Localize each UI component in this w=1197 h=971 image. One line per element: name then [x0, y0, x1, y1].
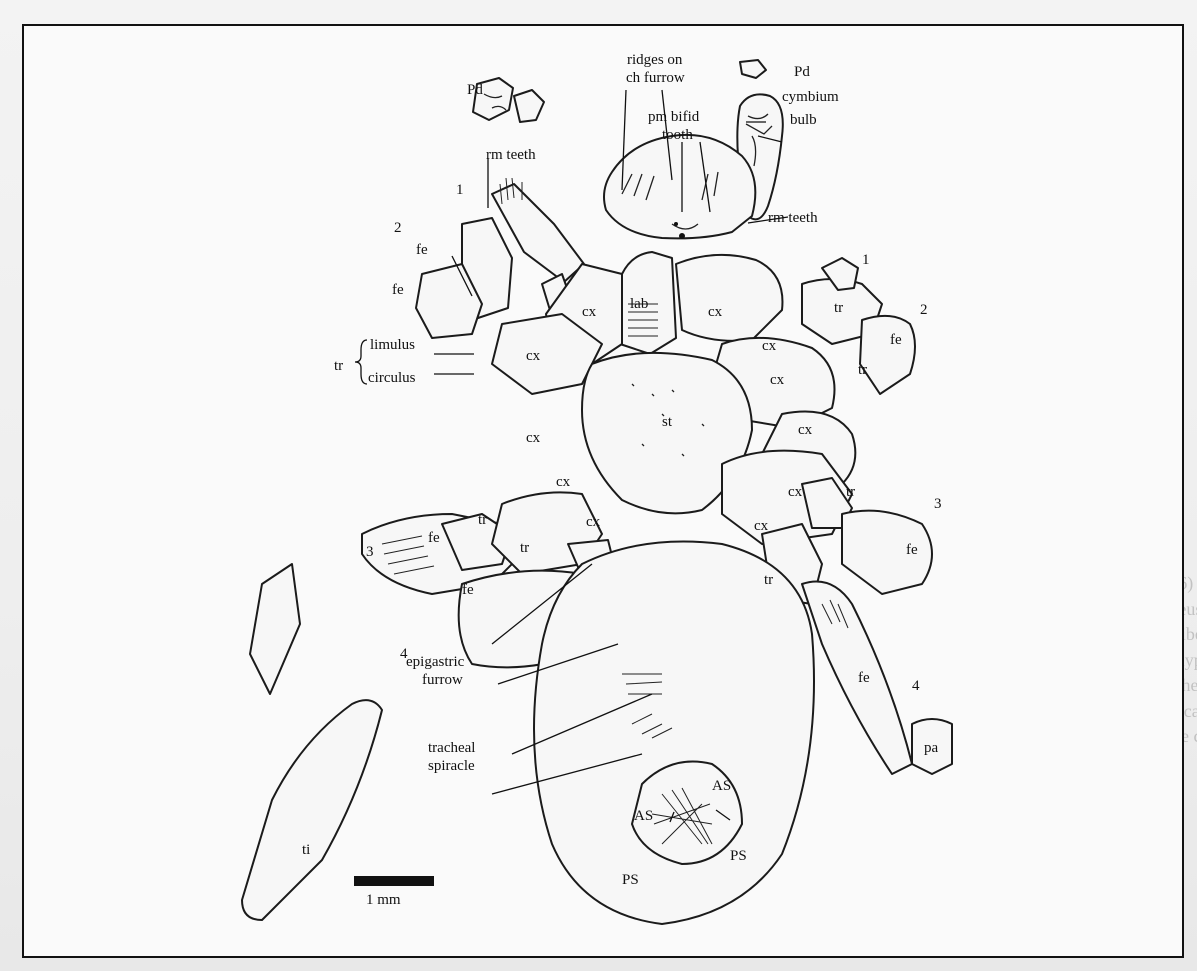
label-cx-l2: cx: [526, 348, 541, 364]
label-leg4-right: 4: [912, 678, 920, 694]
chelicerae: [604, 135, 755, 239]
label-spiracle: spiracle: [428, 758, 475, 774]
label-fe-r2: fe: [890, 332, 902, 348]
label-tooth: tooth: [662, 127, 693, 143]
label-as-right: AS: [712, 778, 731, 794]
label-tracheal: tracheal: [428, 740, 475, 756]
label-leg3-left: 3: [366, 544, 374, 560]
spider-anatomy-drawing: Pd Pd ridges on ch furrow pm bifid tooth…: [22, 24, 1184, 958]
label-cx-r5: cx: [788, 484, 803, 500]
label-leg2-left: 2: [394, 220, 402, 236]
tr-bracket: [355, 340, 367, 384]
label-pa: pa: [924, 740, 939, 756]
label-leg1-left: 1: [456, 182, 464, 198]
label-cx-r4: cx: [798, 422, 813, 438]
tibia-fragment: [242, 564, 382, 920]
label-st: st: [662, 414, 673, 430]
label-tr-r1: tr: [834, 300, 843, 316]
label-cx-l4: cx: [556, 474, 571, 490]
label-pd-left: Pd: [467, 82, 483, 98]
label-as-left: AS: [634, 808, 653, 824]
label-furrow: furrow: [422, 672, 463, 688]
label-tr-l3b: tr: [520, 540, 529, 556]
label-tr-r2: tr: [858, 362, 867, 378]
label-fe-r4: fe: [858, 670, 870, 686]
label-limulus: limulus: [370, 337, 415, 353]
label-fe-r3: fe: [906, 542, 918, 558]
label-rm-teeth-right: rm teeth: [768, 210, 818, 226]
label-rm-teeth-top: rm teeth: [486, 147, 536, 163]
label-pm-bifid: pm bifid: [648, 109, 700, 125]
label-cx-l5: cx: [586, 514, 601, 530]
label-cx-l3: cx: [526, 430, 541, 446]
label-fe-l4: fe: [462, 582, 474, 598]
label-cymbium: cymbium: [782, 89, 839, 105]
pedipalp-left-fragments: [473, 78, 544, 122]
label-cx-r6: cx: [754, 518, 769, 534]
label-ps-left: PS: [622, 872, 639, 888]
label-ti: ti: [302, 842, 310, 858]
label-pd-right: Pd: [794, 64, 810, 80]
label-leg1-right: 1: [862, 252, 870, 268]
label-tr-l3a: tr: [478, 512, 487, 528]
label-tr-r3: tr: [846, 484, 855, 500]
label-fe-l2: fe: [392, 282, 404, 298]
label-circulus: circulus: [368, 370, 416, 386]
label-ch-furrow: ch furrow: [626, 70, 685, 86]
label-cx-r1: cx: [708, 304, 723, 320]
opisthosoma: [534, 542, 814, 925]
label-ps-right: PS: [730, 848, 747, 864]
label-leg3-right: 3: [934, 496, 942, 512]
label-tr-main: tr: [334, 358, 343, 374]
label-bulb: bulb: [790, 112, 817, 128]
label-cx-r2: cx: [762, 338, 777, 354]
label-epigastric: epigastric: [406, 654, 465, 670]
scale-label: 1 mm: [366, 892, 401, 908]
label-leg2-right: 2: [920, 302, 928, 318]
label-fe-l1: fe: [416, 242, 428, 258]
label-ridges-on: ridges on: [627, 52, 683, 68]
label-lab: lab: [630, 296, 648, 312]
scale-bar: [354, 876, 434, 886]
label-cx-r3: cx: [770, 372, 785, 388]
label-cx-l1: cx: [582, 304, 597, 320]
label-fe-l3: fe: [428, 530, 440, 546]
label-tr-r4: tr: [764, 572, 773, 588]
